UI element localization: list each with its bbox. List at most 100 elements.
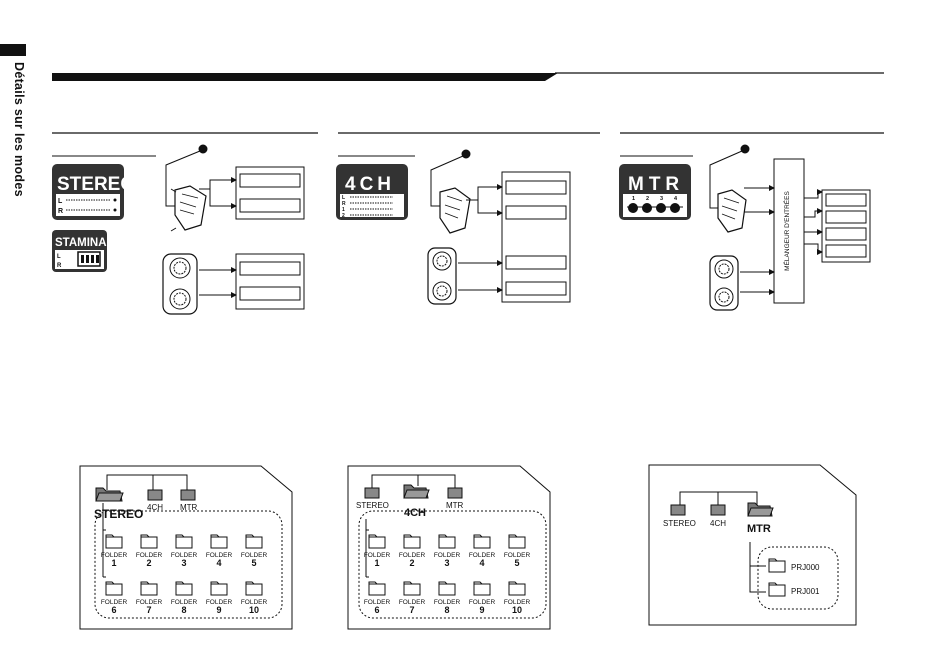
- svg-text:FOLDER: FOLDER: [101, 552, 128, 559]
- svg-text:FOLDER: FOLDER: [434, 599, 461, 606]
- svg-text:7: 7: [146, 605, 151, 615]
- svg-text:L: L: [58, 198, 63, 205]
- svg-text:FOLDER: FOLDER: [101, 599, 128, 606]
- svg-text:10: 10: [512, 605, 522, 615]
- stereo-signal-diagram: [162, 144, 305, 315]
- svg-text:L: L: [342, 195, 345, 201]
- svg-text:9: 9: [216, 605, 221, 615]
- svg-text:4: 4: [216, 558, 221, 568]
- stereo-mode-icon: STEREO L R: [52, 164, 135, 220]
- svg-text:1: 1: [374, 558, 379, 568]
- svg-text:MTR: MTR: [628, 174, 684, 195]
- svg-text:5: 5: [251, 558, 256, 568]
- svg-text:3: 3: [660, 196, 663, 202]
- 4ch-mode-icon: 4CH L R 1 2: [336, 164, 408, 220]
- svg-text:STEREO: STEREO: [57, 174, 135, 195]
- svg-text:R: R: [58, 208, 63, 215]
- svg-text:MTR: MTR: [180, 503, 198, 512]
- mixer-label: MÉLANGEUR D'ENTRÉES: [782, 191, 791, 271]
- folder-structure-mtr: [648, 464, 857, 626]
- mtr-mode-icon: MTR 1 2 3 4: [619, 164, 691, 220]
- svg-text:FOLDER: FOLDER: [399, 599, 426, 606]
- svg-text:STEREO: STEREO: [356, 501, 389, 510]
- svg-text:3: 3: [444, 558, 449, 568]
- svg-text:4CH: 4CH: [345, 174, 395, 195]
- project-item: PRJ001: [791, 587, 820, 596]
- svg-text:1: 1: [632, 196, 635, 202]
- folder-list-stereo: FOLDER1FOLDER2FOLDER3FOLDER4FOLDER5FOLDE…: [101, 534, 268, 615]
- svg-text:FOLDER: FOLDER: [364, 552, 391, 559]
- svg-text:L: L: [57, 254, 61, 260]
- 4ch-signal-diagram: [427, 149, 571, 305]
- project-item: PRJ000: [791, 563, 820, 572]
- svg-text:FOLDER: FOLDER: [504, 599, 531, 606]
- folder-structure-4ch: [347, 465, 551, 630]
- svg-text:6: 6: [111, 605, 116, 615]
- svg-text:FOLDER: FOLDER: [434, 552, 461, 559]
- svg-text:R: R: [342, 201, 346, 207]
- svg-text:7: 7: [409, 605, 414, 615]
- svg-text:FOLDER: FOLDER: [136, 552, 163, 559]
- svg-text:2: 2: [342, 213, 345, 219]
- svg-text:FOLDER: FOLDER: [206, 599, 233, 606]
- svg-text:MTR: MTR: [446, 501, 464, 510]
- folder-mtr-active: MTR: [747, 523, 771, 535]
- svg-text:6: 6: [374, 605, 379, 615]
- svg-text:R: R: [57, 263, 62, 269]
- svg-text:8: 8: [444, 605, 449, 615]
- svg-text:FOLDER: FOLDER: [241, 552, 268, 559]
- svg-text:2: 2: [146, 558, 151, 568]
- svg-text:FOLDER: FOLDER: [469, 599, 496, 606]
- folder-structure-stereo: [79, 465, 293, 630]
- svg-text:FOLDER: FOLDER: [504, 552, 531, 559]
- section-title: Détails sur les modes: [12, 62, 26, 197]
- svg-text:FOLDER: FOLDER: [171, 599, 198, 606]
- svg-text:FOLDER: FOLDER: [136, 599, 163, 606]
- svg-text:3: 3: [181, 558, 186, 568]
- folder-stereo-active: STEREO: [94, 507, 143, 521]
- folder-list-4ch: FOLDER1FOLDER2FOLDER3FOLDER4FOLDER5FOLDE…: [364, 534, 531, 615]
- svg-text:8: 8: [181, 605, 186, 615]
- svg-text:1: 1: [111, 558, 116, 568]
- svg-text:5: 5: [514, 558, 519, 568]
- svg-text:FOLDER: FOLDER: [399, 552, 426, 559]
- folder-4ch-active: 4CH: [404, 507, 426, 519]
- mtr-signal-diagram: [709, 144, 871, 311]
- svg-text:4: 4: [479, 558, 484, 568]
- svg-text:FOLDER: FOLDER: [364, 599, 391, 606]
- svg-text:10: 10: [249, 605, 259, 615]
- svg-text:4: 4: [674, 196, 678, 202]
- svg-text:STEREO: STEREO: [663, 519, 696, 528]
- svg-text:2: 2: [409, 558, 414, 568]
- svg-text:4CH: 4CH: [710, 519, 726, 528]
- svg-text:FOLDER: FOLDER: [206, 552, 233, 559]
- header-bar: [52, 73, 558, 81]
- svg-text:4CH: 4CH: [147, 503, 163, 512]
- svg-text:FOLDER: FOLDER: [469, 552, 496, 559]
- svg-text:FOLDER: FOLDER: [171, 552, 198, 559]
- svg-text:2: 2: [646, 196, 649, 202]
- svg-text:1: 1: [342, 207, 345, 213]
- svg-text:STAMINA: STAMINA: [55, 237, 107, 249]
- svg-text:FOLDER: FOLDER: [241, 599, 268, 606]
